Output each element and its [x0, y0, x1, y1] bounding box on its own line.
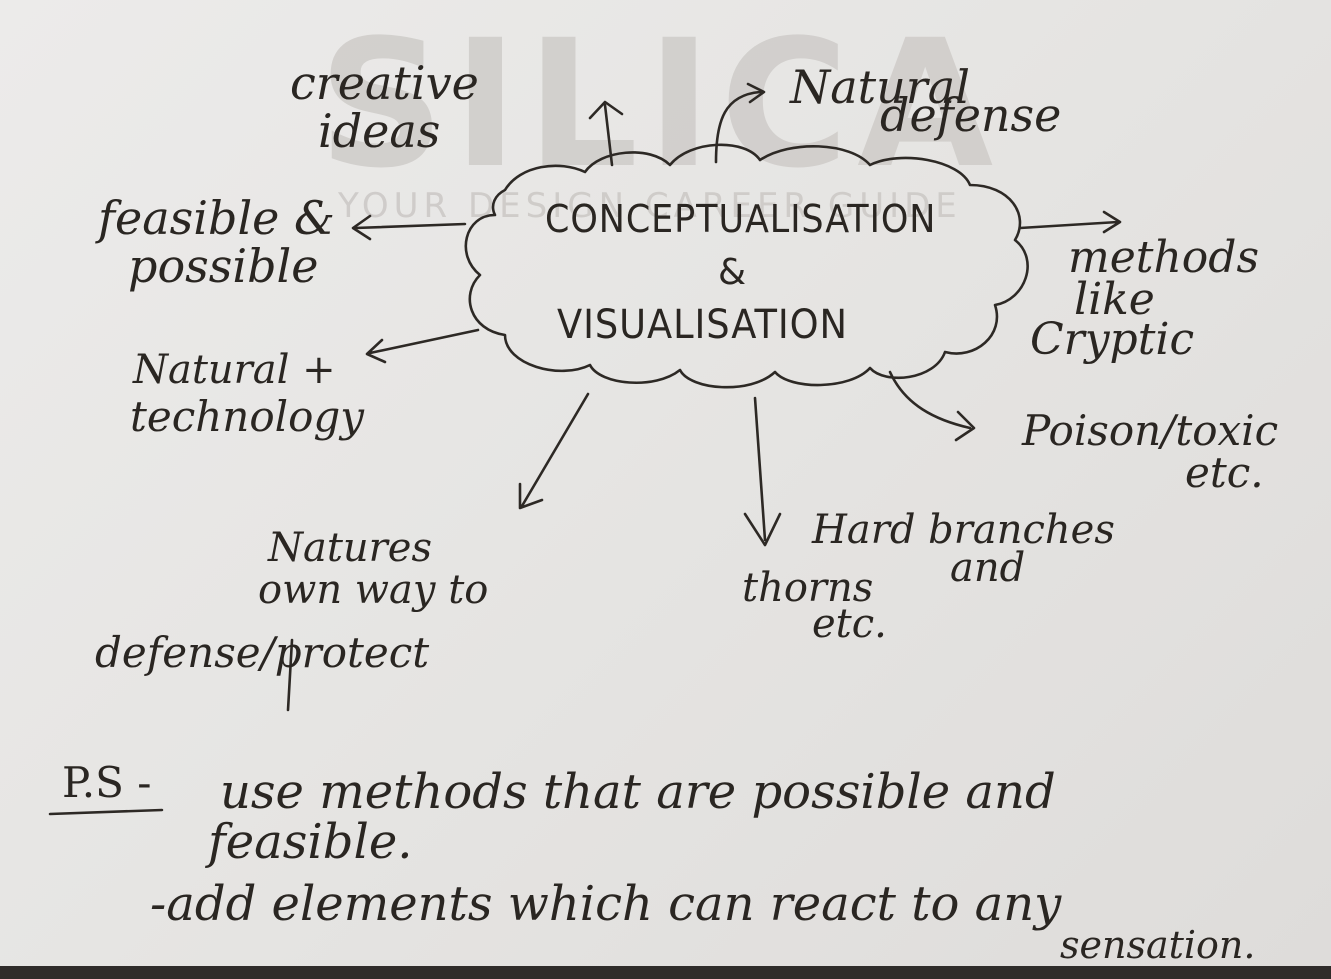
- label-own-way: own way to: [258, 567, 489, 613]
- label-natural-plus: Natural +: [133, 347, 336, 393]
- ps-line4: sensation.: [1060, 923, 1256, 967]
- slash-mark: [286, 638, 294, 712]
- arrow-natures-own-way: [518, 392, 590, 510]
- arrow-natural-technology: [365, 328, 480, 364]
- arrow-poison: [888, 370, 976, 442]
- arrow-natural-defense: [714, 82, 766, 164]
- label-technology: technology: [130, 392, 364, 441]
- label-natures: Natures: [268, 525, 433, 571]
- label-ideas: ideas: [318, 104, 441, 158]
- ps-line2: feasible.: [208, 814, 413, 870]
- label-like: like: [1074, 274, 1155, 325]
- center-connector: &: [718, 252, 748, 293]
- label-defense-protect: defense/protect: [95, 628, 430, 677]
- label-cryptic: Cryptic: [1030, 314, 1195, 365]
- ps-label: P.S -: [62, 758, 152, 807]
- label-thorns: thorns: [742, 565, 874, 611]
- label-natural: Natural: [790, 60, 970, 114]
- label-hard-etc: etc.: [812, 601, 887, 647]
- ps-line3: -add elements which can react to any: [150, 876, 1062, 932]
- label-poison: Poison/toxic: [1022, 406, 1279, 455]
- label-hard-branches: Hard branches: [812, 507, 1115, 553]
- photo-edge: [0, 966, 1331, 979]
- arrow-hard-branches: [743, 396, 782, 547]
- label-poison-etc: etc.: [1185, 448, 1264, 497]
- center-cloud-outline: [464, 143, 1029, 389]
- center-title-line2: VISUALISATION: [557, 302, 849, 348]
- label-possible: possible: [128, 239, 319, 293]
- label-defense: defense: [880, 88, 1062, 142]
- label-feasible: feasible &: [98, 191, 335, 245]
- ps-underline: [48, 808, 164, 816]
- label-and: and: [950, 545, 1026, 591]
- ps-line1: use methods that are possible and: [220, 764, 1056, 820]
- label-creative: creative: [290, 56, 479, 110]
- label-methods: methods: [1068, 232, 1260, 283]
- arrow-feasible: [351, 214, 467, 241]
- center-title-line1: CONCEPTUALISATION: [545, 197, 937, 241]
- arrow-methods: [1018, 210, 1122, 234]
- arrow-creative-ideas: [588, 100, 624, 167]
